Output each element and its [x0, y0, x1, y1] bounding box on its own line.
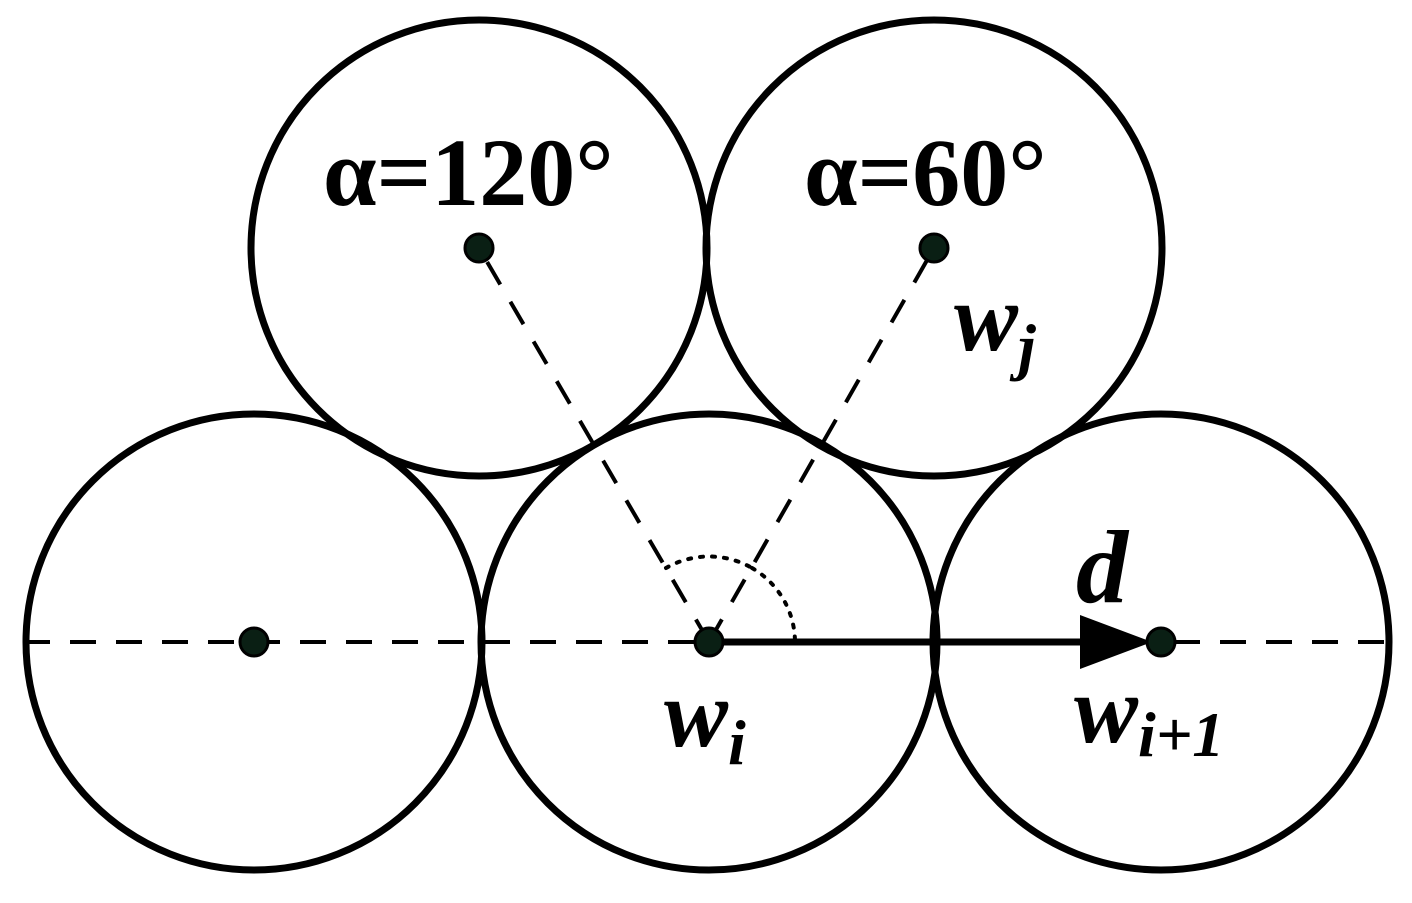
angle-arc-120 [664, 554, 754, 570]
label-w-j: wj [954, 264, 1036, 382]
circle-top-right [702, 16, 1166, 480]
angle-arc-60 [750, 566, 797, 644]
label-w-i-sub: i [728, 707, 746, 778]
label-w-i-base: w [664, 660, 729, 767]
direction-arrowhead [1080, 615, 1152, 669]
node-w-i-plus-1 [1145, 626, 1177, 658]
label-w-i-plus-1-base: w [1074, 656, 1139, 763]
label-w-j-base: w [954, 264, 1019, 371]
label-w-i-plus-1: wi+1 [1074, 656, 1224, 770]
label-alpha-120: α=120° [323, 119, 614, 226]
dashed-line-to-top-right [707, 247, 936, 643]
label-direction-d: d [1076, 510, 1130, 625]
label-alpha-60: α=60° [804, 119, 1047, 226]
dashed-line-to-top-left [477, 246, 711, 644]
node-top-right [918, 232, 950, 264]
nodes-group [238, 232, 1177, 658]
label-w-i: wi [664, 660, 746, 778]
label-w-i-plus-1-sub: i+1 [1138, 699, 1224, 770]
node-w-i [693, 626, 725, 658]
node-bottom-left [238, 626, 270, 658]
node-top-left [463, 232, 495, 264]
